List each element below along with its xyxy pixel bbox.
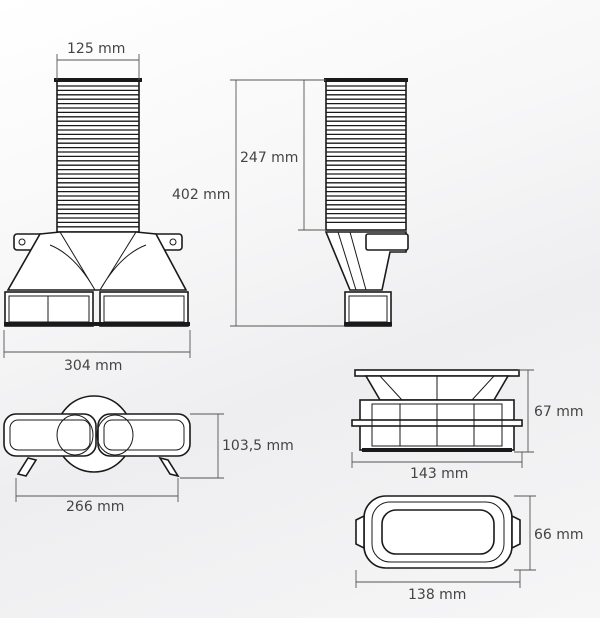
front-right-outlet xyxy=(99,291,189,327)
oval-right-tab xyxy=(511,514,521,550)
front-pipe-ribs xyxy=(57,85,139,228)
adapter-base-line xyxy=(362,448,512,452)
side-pipe-dim xyxy=(298,80,326,231)
side-base-line xyxy=(344,322,392,326)
bottom-left-arc xyxy=(56,414,94,456)
oval-view xyxy=(355,495,536,588)
adapter-top-flange xyxy=(354,369,520,377)
side-transition-lines xyxy=(337,231,367,291)
adapter-height-label: 67 mm xyxy=(534,404,584,420)
side-total-dim xyxy=(230,79,344,327)
oval-depth-dim xyxy=(514,495,536,571)
oval-left-tab xyxy=(355,514,365,550)
front-transition-lines xyxy=(49,231,147,291)
bottom-right-outlet-inner xyxy=(103,419,185,451)
side-pipe-rim xyxy=(324,78,408,82)
bottom-right-foot xyxy=(158,456,180,478)
front-width-dim xyxy=(56,54,140,80)
bottom-left-outlet-inner xyxy=(9,419,91,451)
bottom-width-label: 266 mm xyxy=(66,499,125,515)
side-ear xyxy=(365,233,409,251)
bottom-left-foot xyxy=(16,457,38,477)
bottom-left-outlet xyxy=(3,413,97,457)
side-total-height-label: 402 mm xyxy=(172,187,231,203)
adapter-ribs xyxy=(399,404,475,446)
front-pipe-rim xyxy=(54,78,142,82)
front-view xyxy=(3,54,191,358)
bottom-view xyxy=(3,395,224,502)
front-right-hole xyxy=(169,238,177,246)
adapter-height-dim xyxy=(514,369,534,453)
front-total-dim xyxy=(3,330,191,358)
bottom-depth-label: 103,5 mm xyxy=(222,438,294,454)
front-base-line xyxy=(4,322,190,326)
side-outlet xyxy=(344,291,392,327)
adapter-width-dim xyxy=(351,452,523,468)
side-pipe-ribs xyxy=(326,85,406,224)
bottom-depth-dim xyxy=(180,413,224,479)
oval-inner xyxy=(381,509,495,555)
bottom-right-arc xyxy=(96,414,134,456)
oval-depth-label: 66 mm xyxy=(534,527,584,543)
bottom-width-dim xyxy=(15,478,179,502)
side-view xyxy=(230,78,409,327)
front-total-width-label: 304 mm xyxy=(64,358,123,374)
adapter-cone-lines xyxy=(379,375,495,401)
side-pipe-height-label: 247 mm xyxy=(240,150,299,166)
adapter-width-label: 143 mm xyxy=(410,466,469,482)
adapter-view xyxy=(351,369,534,468)
front-left-outlet xyxy=(4,291,94,327)
side-pipe xyxy=(325,79,407,231)
oval-width-dim xyxy=(355,570,521,588)
bottom-right-outlet xyxy=(97,413,191,457)
oval-mid xyxy=(371,501,505,563)
oval-width-label: 138 mm xyxy=(408,587,467,603)
front-pipe-width-label: 125 mm xyxy=(67,41,126,57)
front-left-hole xyxy=(18,238,26,246)
